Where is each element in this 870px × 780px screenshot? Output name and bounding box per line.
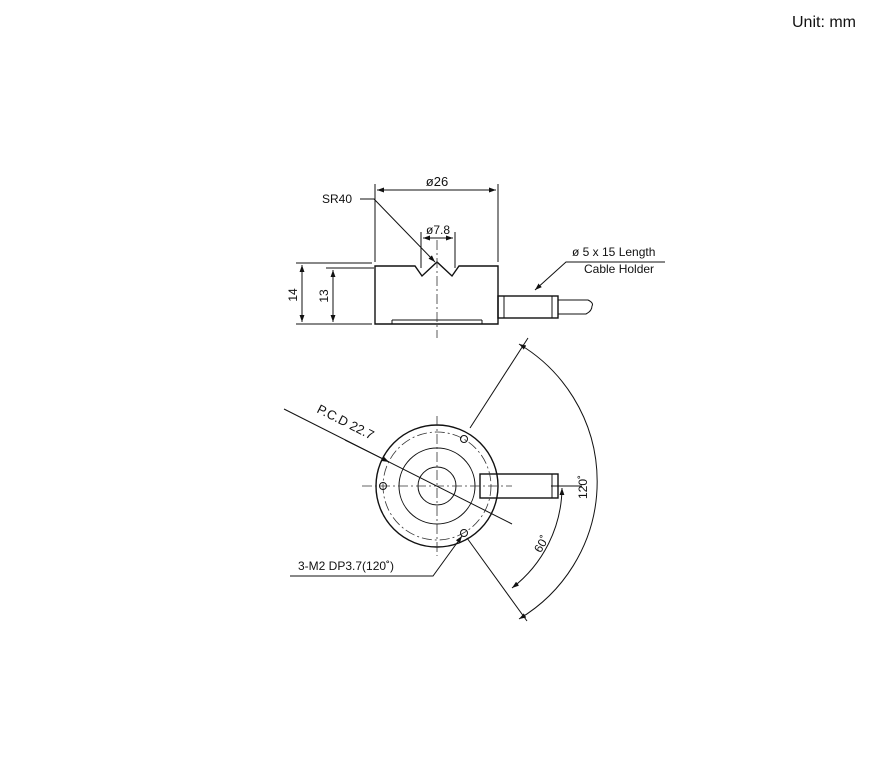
cable-bottom [558,305,593,315]
cable-holder [497,295,559,319]
angle-arc-120 [518,343,598,620]
mount-holes-leader [290,535,463,577]
side-view: ø26 ø7.8 SR40 14 13 ø 5 x 15 Length Cabl… [286,174,665,338]
angle-extension-upper [469,337,529,429]
sensor-body-outline [374,261,499,325]
unit-label: Unit: mm [792,14,856,31]
cable-holder-size-label: ø 5 x 15 Length [572,245,655,259]
total-height-label: 14 [286,288,300,302]
angle-inner-label: 60˚ [531,533,552,555]
center-diameter-label: ø7.8 [426,223,450,237]
angle-outer-label: 120˚ [576,475,590,499]
outer-diameter-label: ø26 [426,174,448,189]
angle-arc-60 [511,487,565,589]
mount-hole-top [460,435,468,443]
body-height-label: 13 [317,289,331,303]
pcd-leader-line [283,408,513,525]
sphere-radius-leader [360,198,436,263]
cable-top [558,299,593,307]
angle-extension-lower [466,537,528,622]
mount-holes-label: 3-M2 DP3.7(120˚) [298,559,394,573]
cable-holder-label: Cable Holder [584,262,654,276]
sphere-radius-label: SR40 [322,192,352,206]
mount-hole-bottom [460,529,468,537]
pcd-label: P.C.D 22.7 [315,401,377,442]
top-view: P.C.D 22.7 120˚ 60˚ 3-M2 DP3.7(120˚) [283,337,598,622]
cable-holder-leader [534,261,665,291]
